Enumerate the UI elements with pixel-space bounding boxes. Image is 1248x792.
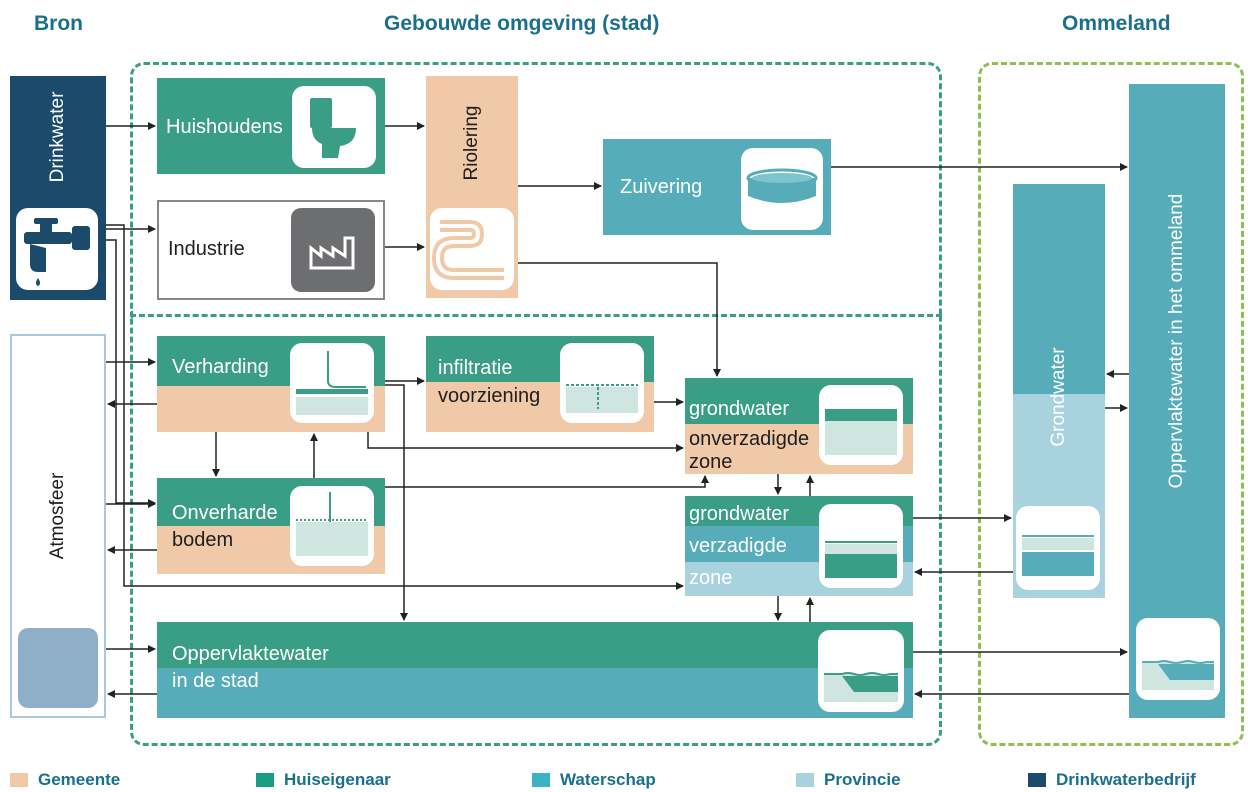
opp-ommeland-label: Oppervlaktewater in het ommeland <box>1166 193 1187 489</box>
paving-icon <box>290 343 374 423</box>
gw-verzadigd-label-2: verzadigde <box>689 535 787 557</box>
legend-item-provincie: Provincie <box>796 770 901 790</box>
grondwater-ommeland-label: Grondwater <box>1048 347 1069 447</box>
legend-swatch-gemeente <box>10 773 28 787</box>
tap-icon <box>16 208 98 290</box>
stad-zone-top <box>130 62 942 314</box>
opp-stad-label-2: in de stad <box>172 670 259 692</box>
opp-stad-box-bottom <box>157 668 913 718</box>
surface-water-ommeland-icon <box>1136 618 1220 700</box>
legend-swatch-waterschap <box>532 773 550 787</box>
legend-label-gemeente: Gemeente <box>38 770 121 789</box>
onverharde-label-2: bodem <box>172 529 234 551</box>
legend-swatch-huiseigenaar <box>256 773 274 787</box>
opp-stad-label-1: Oppervlaktewater <box>172 643 329 665</box>
groundwater-layer-icon <box>819 385 903 465</box>
drinkwater-label: Drinkwater <box>47 91 68 183</box>
gw-verzadigd-label-3: zone <box>689 567 733 589</box>
infiltratie-label-2: voorziening <box>438 385 541 407</box>
zuivering-label: Zuivering <box>620 176 703 198</box>
soil-icon <box>290 486 374 566</box>
legend-item-waterschap: Waterschap <box>532 770 656 790</box>
legend-swatch-drinkwaterbedrijf <box>1028 773 1046 787</box>
opp-ommeland-box <box>1129 84 1225 718</box>
infiltratie-label-1: infiltratie <box>438 357 513 379</box>
legend-label-provincie: Provincie <box>824 770 901 789</box>
cloud-icon <box>18 628 98 708</box>
groundwater-saturated-icon <box>819 504 903 588</box>
legend-item-gemeente: Gemeente <box>10 770 120 790</box>
huishoudens-label: Huishoudens <box>166 116 283 138</box>
gw-onverzadigd-label-3: zone <box>689 451 733 473</box>
industrie-label: Industrie <box>168 238 245 260</box>
grondwater-ommeland-top <box>1013 184 1105 394</box>
legend-item-huiseigenaar: Huiseigenaar <box>256 770 391 790</box>
ommeland-zone <box>978 62 1244 746</box>
atmosfeer-label: Atmosfeer <box>47 472 68 560</box>
infiltration-icon <box>560 343 644 423</box>
header-stad: Gebouwde omgeving (stad) <box>384 12 660 35</box>
header-ommeland: Ommeland <box>1062 12 1171 35</box>
header-bron: Bron <box>34 12 83 35</box>
riolering-label: Riolering <box>461 105 482 181</box>
legend-label-drinkwaterbedrijf: Drinkwaterbedrijf <box>1056 770 1196 789</box>
legend-label-waterschap: Waterschap <box>560 770 656 789</box>
onverharde-label-1: Onverharde <box>172 502 278 524</box>
surface-water-icon <box>818 630 904 712</box>
sewer-pipe-icon <box>430 208 514 290</box>
legend-label-huiseigenaar: Huiseigenaar <box>284 770 391 789</box>
verharding-label: Verharding <box>172 356 269 378</box>
groundwater-ommeland-icon <box>1016 506 1100 590</box>
legend-item-drinkwaterbedrijf: Drinkwaterbedrijf <box>1028 770 1196 790</box>
treatment-basin-icon <box>741 148 823 230</box>
opp-stad-box-top <box>157 622 913 668</box>
gw-verzadigd-label-1: grondwater <box>689 503 790 525</box>
legend-swatch-provincie <box>796 773 814 787</box>
factory-icon <box>291 208 375 292</box>
gw-onverzadigd-label-1: grondwater <box>689 398 790 420</box>
gw-onverzadigd-label-2: onverzadigde <box>689 428 810 450</box>
toilet-icon <box>292 86 376 168</box>
